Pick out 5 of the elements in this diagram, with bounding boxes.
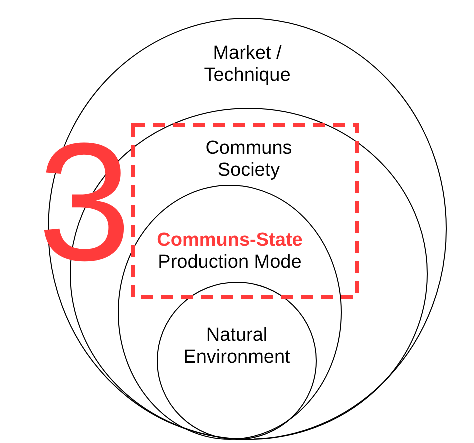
circle-label: Market / Technique	[203, 43, 292, 87]
circle-label: Communs-State	[156, 230, 304, 252]
circle-label: Production Mode	[157, 252, 303, 274]
circle-label: Communs Society	[204, 138, 294, 182]
circle-label: Natural Environment	[182, 325, 292, 369]
